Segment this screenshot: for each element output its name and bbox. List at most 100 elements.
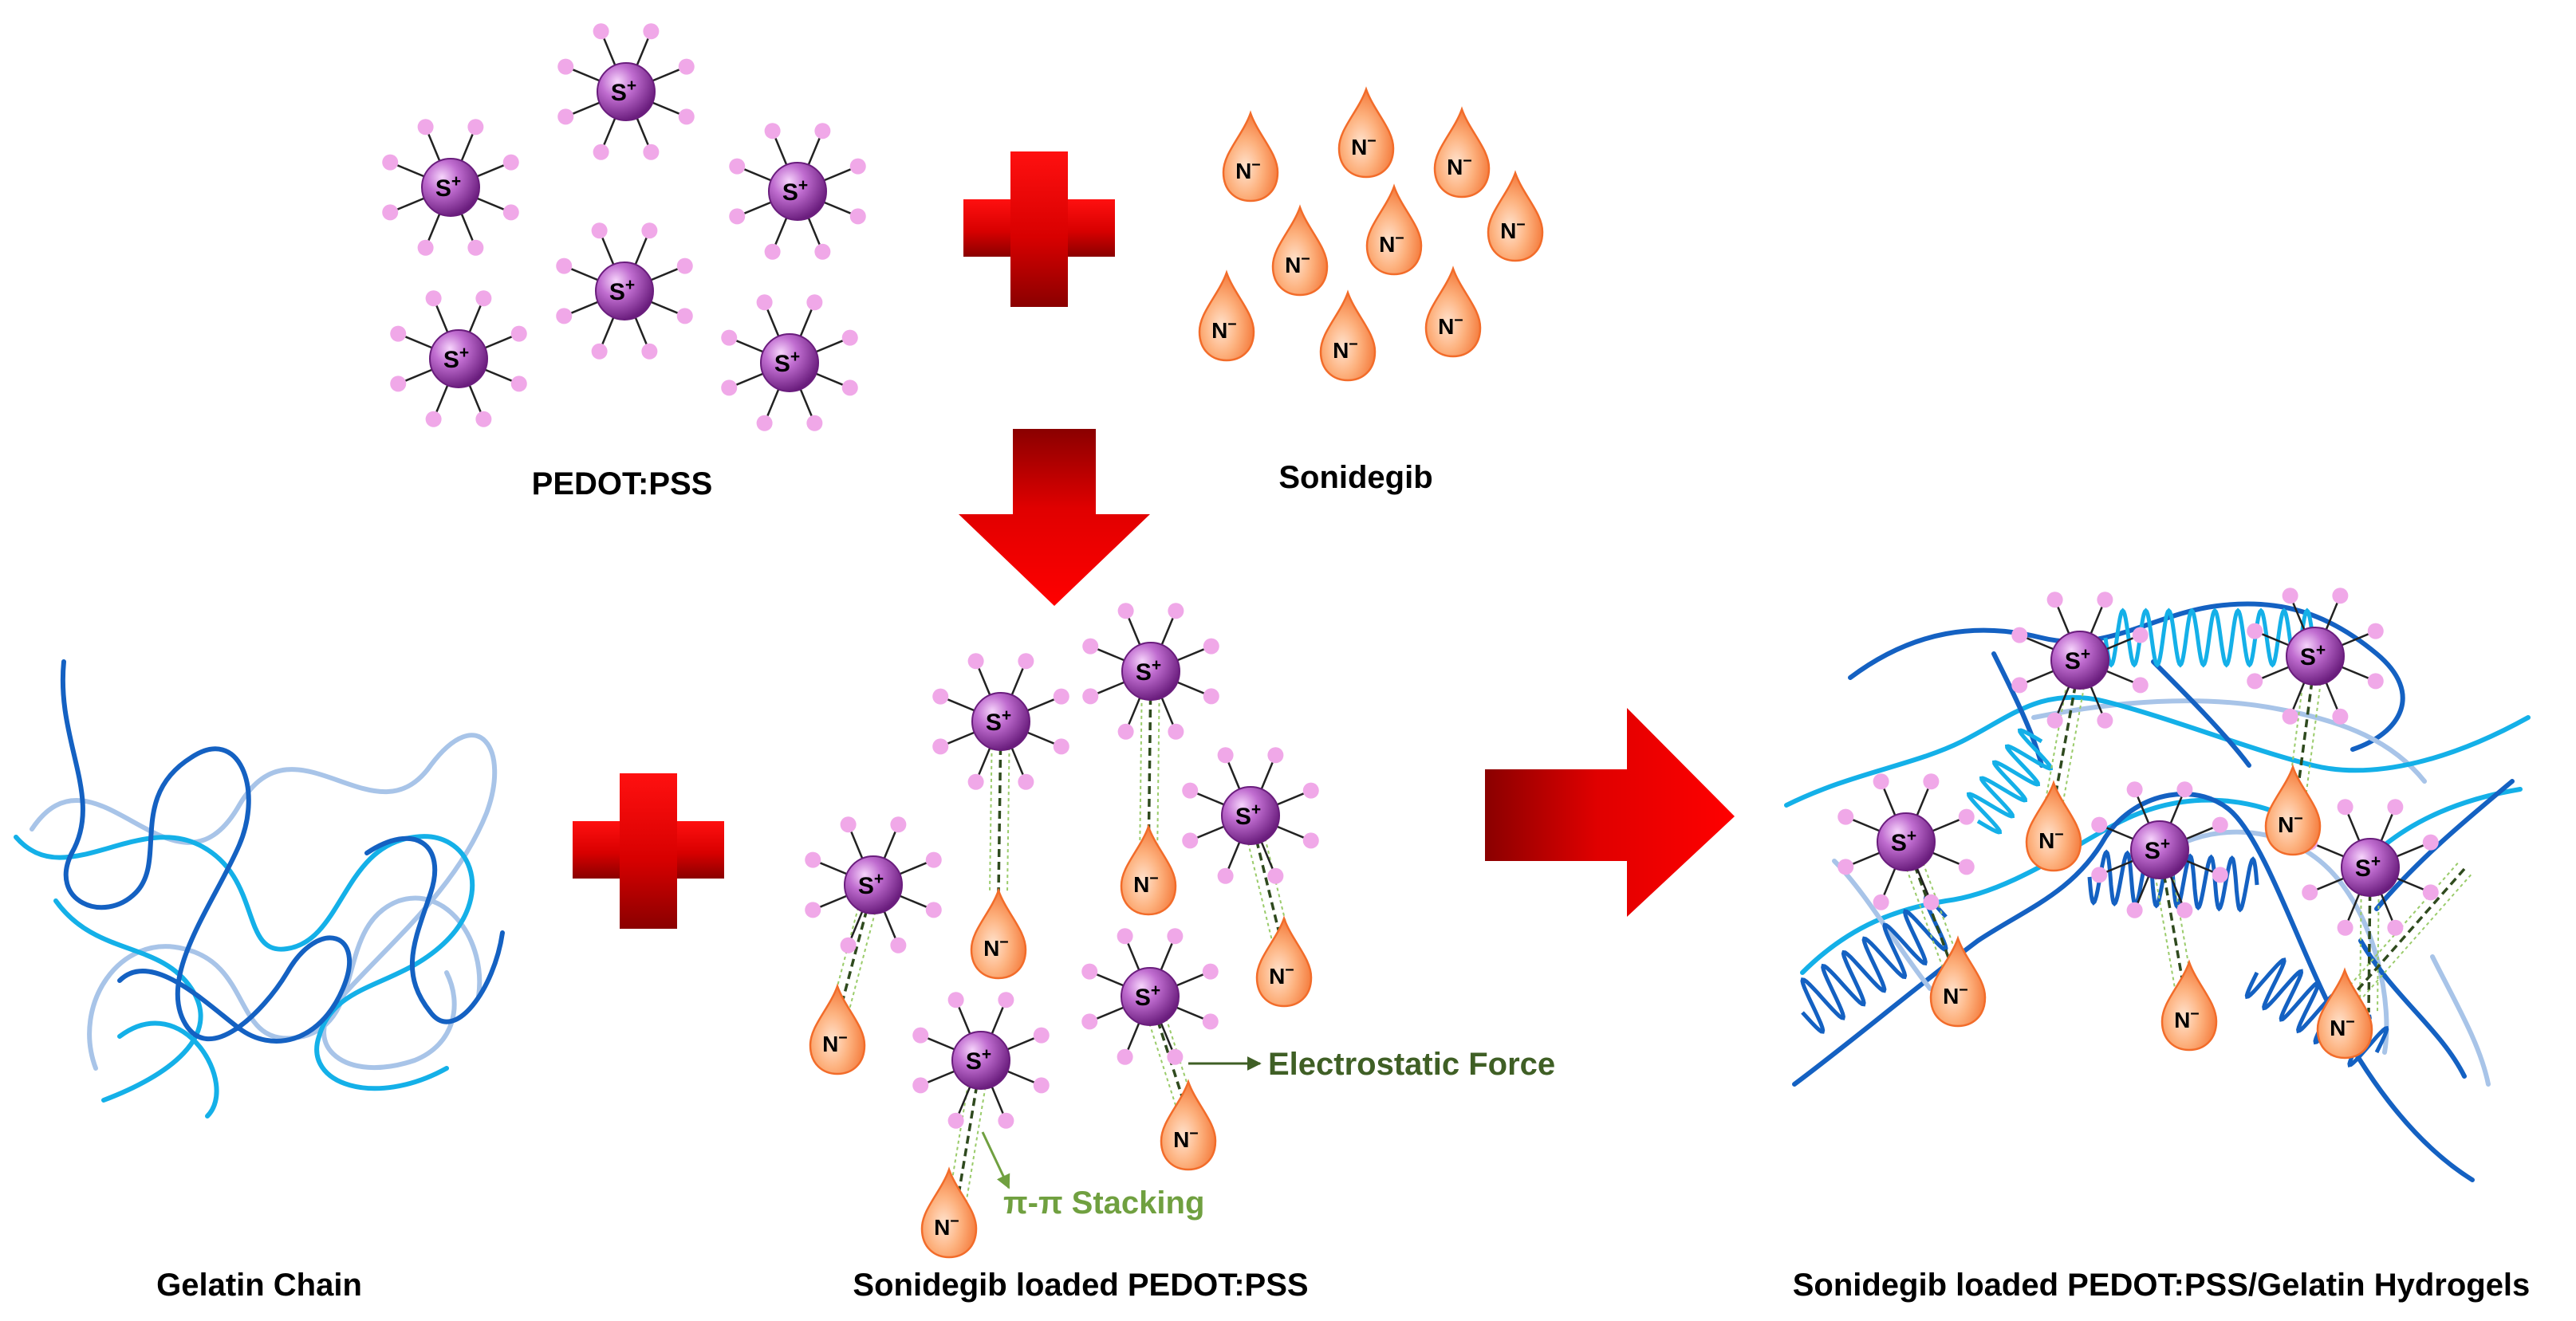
counterion-dot xyxy=(1958,808,1975,825)
counterion-dot xyxy=(556,308,573,324)
counterion-dot xyxy=(2046,592,2063,608)
counterion-dot xyxy=(676,308,693,324)
ion-label: S+ xyxy=(443,344,469,373)
counterion-dot xyxy=(557,58,574,75)
counterion-dot xyxy=(1033,1077,1050,1094)
counterion-dot xyxy=(510,325,527,342)
counterion-dot xyxy=(2097,592,2113,608)
amine-anion-icon: N− xyxy=(1424,265,1482,358)
counterion-dot xyxy=(2282,588,2298,604)
counterion-dot xyxy=(678,108,695,125)
counterion-dot xyxy=(2332,588,2349,604)
counterion-dot xyxy=(591,343,608,360)
counterion-dot xyxy=(382,204,399,221)
amine-anion-icon: N− xyxy=(809,983,866,1075)
counterion-dot xyxy=(593,144,609,160)
counterion-dot xyxy=(2011,677,2028,694)
counterion-dot xyxy=(1117,928,1133,945)
counterion-dot xyxy=(721,329,738,346)
sulfonate-cation-icon: S+ xyxy=(912,992,1050,1129)
counterion-dot xyxy=(510,375,527,392)
counterion-dot xyxy=(1202,1013,1219,1030)
counterion-dot xyxy=(1018,773,1034,790)
counterion-dot xyxy=(502,154,519,171)
counterion-dot xyxy=(1923,894,1940,910)
sulfonate-cation-icon: S+ xyxy=(557,23,695,160)
counterion-dot xyxy=(2387,799,2404,816)
counterion-dot xyxy=(417,239,434,256)
counterion-dot xyxy=(1267,867,1284,884)
counterion-dot xyxy=(2282,708,2298,725)
counterion-dot xyxy=(1202,963,1219,980)
counterion-dot xyxy=(2247,623,2263,639)
helix-segment xyxy=(1966,728,2054,835)
counterion-dot xyxy=(998,992,1014,1008)
counterion-dot xyxy=(998,1112,1014,1129)
counterion-dot xyxy=(1302,782,1319,799)
counterion-dot xyxy=(2176,781,2193,798)
sulfonate-cation-icon: S+ xyxy=(382,119,519,256)
ion-label: S+ xyxy=(774,348,800,377)
counterion-dot xyxy=(1081,963,1098,980)
counterion-dot xyxy=(2091,867,2108,883)
counterion-dot xyxy=(557,108,574,125)
counterion-dot xyxy=(849,208,866,225)
counterion-dot xyxy=(729,208,746,225)
counterion-dot xyxy=(805,902,821,918)
ion-label: N− xyxy=(1379,230,1404,257)
ion-label: N− xyxy=(1211,316,1237,343)
amine-anion-icon: N− xyxy=(1433,106,1491,199)
counterion-dot xyxy=(814,243,831,260)
counterion-dot xyxy=(764,243,781,260)
counterion-dot xyxy=(764,123,781,140)
ion-label: N− xyxy=(2330,1013,2355,1040)
sulfonate-cation-icon: S+ xyxy=(1837,773,1975,910)
counterion-dot xyxy=(2212,867,2228,883)
counterion-dot xyxy=(1923,773,1940,790)
counterion-dot xyxy=(806,294,823,311)
counterion-dot xyxy=(641,343,658,360)
counterion-dot xyxy=(2132,627,2149,643)
counterion-dot xyxy=(925,851,942,868)
bond-pair xyxy=(2359,867,2380,1013)
counterion-dot xyxy=(890,937,907,953)
amine-anion-icon: N− xyxy=(1271,204,1329,297)
amine-anion-icon: N− xyxy=(1365,183,1423,276)
arrow-right-icon xyxy=(1485,708,1735,917)
counterion-dot xyxy=(947,992,964,1008)
plus-icon xyxy=(573,773,724,929)
counterion-dot xyxy=(2126,781,2143,798)
counterion-dot xyxy=(382,154,399,171)
counterion-dot xyxy=(390,375,407,392)
counterion-dot xyxy=(467,119,484,136)
counterion-dot xyxy=(425,290,442,307)
counterion-dot xyxy=(676,258,693,274)
sulfonate-cation-icon: S+ xyxy=(556,222,693,360)
counterion-dot xyxy=(912,1077,929,1094)
counterion-dot xyxy=(1203,638,1219,655)
counterion-dot xyxy=(967,773,984,790)
counterion-dot xyxy=(890,816,907,833)
label-gelatin-chain: Gelatin Chain xyxy=(156,1268,362,1303)
counterion-dot xyxy=(2097,712,2113,729)
counterion-dot xyxy=(2046,712,2063,729)
counterion-dot xyxy=(2387,919,2404,936)
amine-anion-icon: N− xyxy=(1319,289,1377,382)
counterion-dot xyxy=(1053,688,1069,705)
counterion-dot xyxy=(1167,928,1184,945)
counterion-dot xyxy=(2212,816,2228,833)
counterion-dot xyxy=(756,294,773,311)
counterion-dot xyxy=(502,204,519,221)
counterion-dot xyxy=(475,290,492,307)
counterion-dot xyxy=(1053,738,1069,755)
counterion-dot xyxy=(840,937,857,953)
counterion-dot xyxy=(1217,747,1234,764)
counterion-dot xyxy=(849,158,866,175)
counterion-dot xyxy=(2367,623,2384,639)
counterion-dot xyxy=(2367,673,2384,690)
counterion-dot xyxy=(947,1112,964,1129)
counterion-dot xyxy=(467,239,484,256)
sulfonate-cation-icon: S+ xyxy=(1182,747,1319,884)
counterion-dot xyxy=(806,415,823,431)
counterion-dot xyxy=(841,379,858,396)
